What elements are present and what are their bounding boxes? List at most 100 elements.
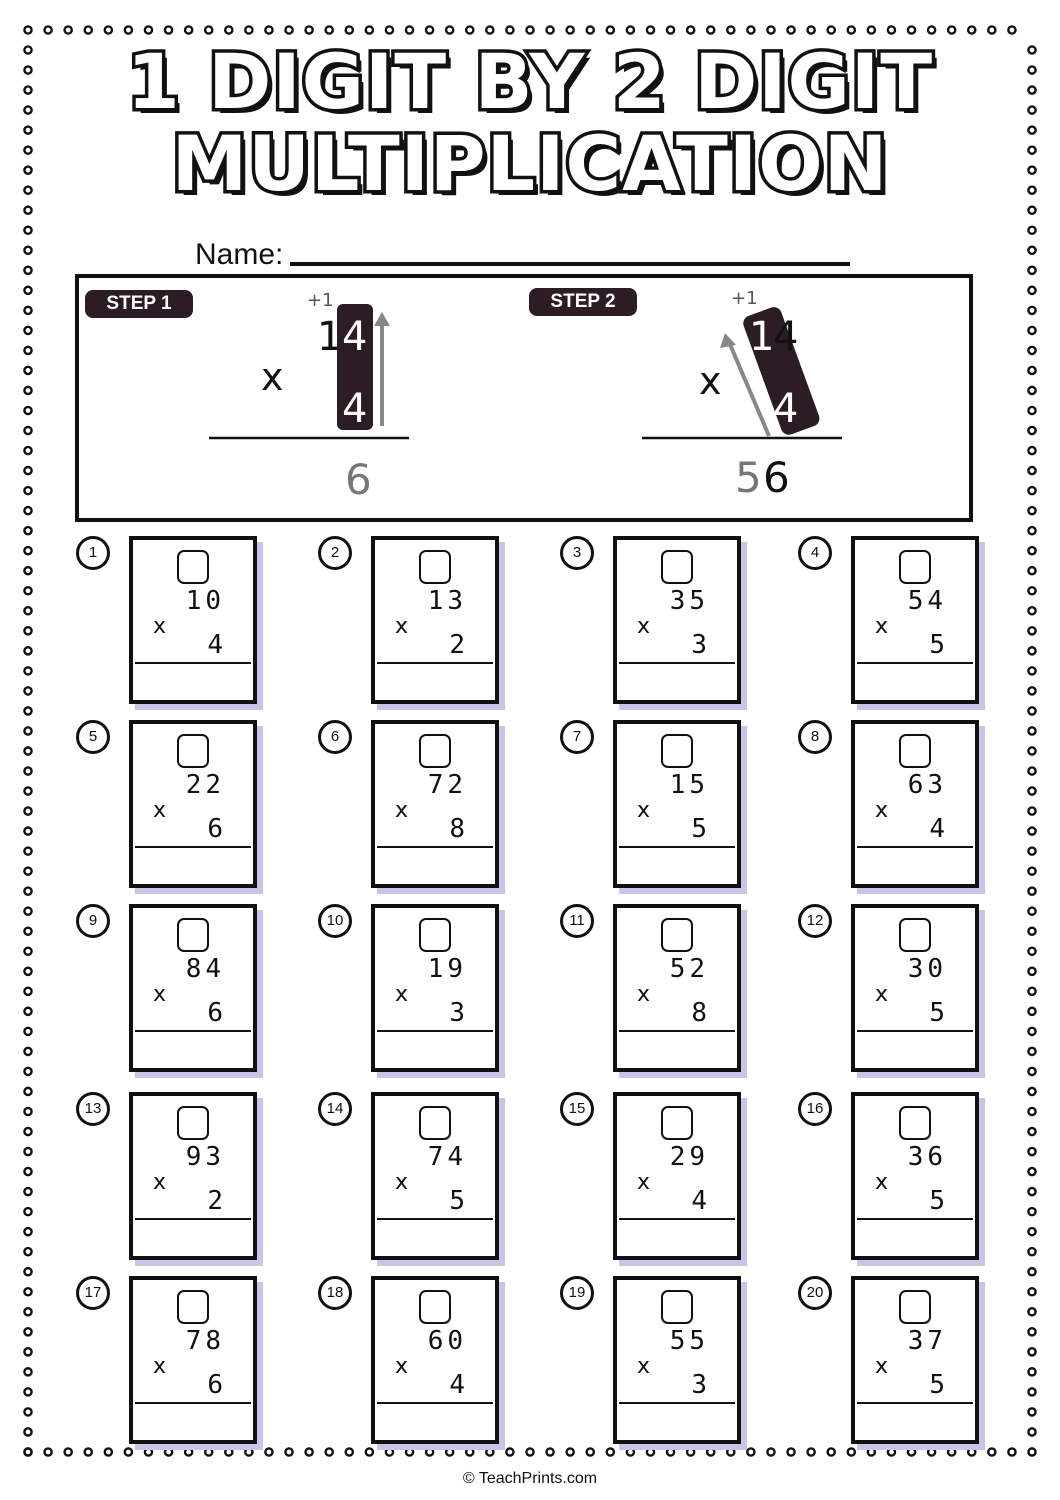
carry-input-box[interactable] xyxy=(419,734,451,768)
times-sign: x xyxy=(875,1170,889,1195)
answer-line xyxy=(857,1402,973,1404)
border-dot xyxy=(23,1266,33,1277)
carry-input-box[interactable] xyxy=(899,918,931,952)
border-dot xyxy=(1027,605,1037,616)
border-dot xyxy=(806,25,816,35)
multiplier: 6 xyxy=(207,998,223,1028)
border-dot xyxy=(966,25,977,35)
multiplicand: 55 xyxy=(669,1326,709,1356)
times-sign: x xyxy=(637,982,651,1007)
border-dot xyxy=(665,25,676,35)
step2-carry: +1 xyxy=(731,288,758,309)
multiplier: 3 xyxy=(691,630,707,660)
border-dot xyxy=(1027,766,1037,776)
border-dot xyxy=(1027,425,1037,436)
border-dot xyxy=(23,1407,33,1417)
answer-line xyxy=(377,662,493,664)
multiplicand: 10 xyxy=(185,586,225,616)
border-dot xyxy=(23,25,33,35)
carry-input-box[interactable] xyxy=(177,1290,209,1324)
problem-number: 15 xyxy=(560,1092,594,1126)
carry-input-box[interactable] xyxy=(419,918,451,952)
border-dot xyxy=(23,866,33,876)
border-dot xyxy=(83,25,94,35)
border-dot xyxy=(826,25,837,35)
carry-input-box[interactable] xyxy=(177,1106,209,1140)
border-dot xyxy=(23,826,33,836)
problem-number: 4 xyxy=(798,536,832,570)
carry-input-box[interactable] xyxy=(177,734,209,768)
carry-input-box[interactable] xyxy=(177,918,209,952)
times-sign: x xyxy=(637,798,651,823)
border-dot xyxy=(705,25,716,35)
problem-number: 20 xyxy=(798,1276,832,1310)
border-dot xyxy=(1027,145,1037,155)
name-input-line[interactable] xyxy=(290,262,850,266)
border-dot xyxy=(23,465,33,476)
border-dot xyxy=(1027,1327,1037,1337)
carry-input-box[interactable] xyxy=(899,550,931,584)
border-dot xyxy=(23,746,33,756)
border-dot xyxy=(43,25,53,35)
border-dot xyxy=(324,25,335,35)
border-dot xyxy=(23,1066,33,1077)
border-dot xyxy=(1027,485,1037,496)
border-dot xyxy=(1027,545,1037,556)
carry-input-box[interactable] xyxy=(899,1290,931,1324)
carry-input-box[interactable] xyxy=(661,550,693,584)
multiplicand: 15 xyxy=(669,770,709,800)
border-dot xyxy=(1027,906,1037,917)
border-dot xyxy=(23,1206,33,1217)
border-dot xyxy=(43,1447,53,1457)
border-dot xyxy=(1027,1407,1037,1417)
problem-number: 11 xyxy=(560,904,594,938)
carry-input-box[interactable] xyxy=(661,734,693,768)
carry-input-box[interactable] xyxy=(419,550,451,584)
border-dot xyxy=(244,25,254,35)
multiplicand: 84 xyxy=(185,954,225,984)
carry-input-box[interactable] xyxy=(661,1106,693,1140)
border-dot xyxy=(1027,866,1037,876)
border-dot xyxy=(1027,1186,1037,1197)
step2-badge: STEP 2 xyxy=(529,288,637,316)
carry-input-box[interactable] xyxy=(899,1106,931,1140)
border-dot xyxy=(23,165,33,175)
border-dot xyxy=(23,926,33,937)
carry-input-box[interactable] xyxy=(899,734,931,768)
carry-input-box[interactable] xyxy=(661,1290,693,1324)
border-dot xyxy=(1027,846,1037,856)
footer-credit: © TeachPrints.com xyxy=(462,1470,598,1487)
problem-number: 2 xyxy=(318,536,352,570)
border-dot xyxy=(103,1447,114,1457)
border-dot xyxy=(1027,385,1037,396)
carry-input-box[interactable] xyxy=(177,550,209,584)
border-dot xyxy=(1027,646,1037,656)
border-dot xyxy=(23,706,33,716)
border-dot xyxy=(1027,1146,1037,1157)
border-dot xyxy=(1027,1106,1037,1117)
border-dot xyxy=(203,25,214,35)
carry-input-box[interactable] xyxy=(661,918,693,952)
multiplier: 4 xyxy=(929,814,945,844)
border-dot xyxy=(23,1006,33,1017)
carry-input-box[interactable] xyxy=(419,1106,451,1140)
border-dot xyxy=(83,1447,94,1457)
name-label: Name: xyxy=(195,238,284,271)
border-dot xyxy=(1027,365,1037,376)
border-dot xyxy=(23,45,33,55)
border-dot xyxy=(1027,185,1037,195)
times-sign: x xyxy=(153,798,167,823)
carry-input-box[interactable] xyxy=(419,1290,451,1324)
border-dot xyxy=(23,986,33,997)
step1-highlight xyxy=(337,304,373,430)
multiplicand: 54 xyxy=(907,586,947,616)
